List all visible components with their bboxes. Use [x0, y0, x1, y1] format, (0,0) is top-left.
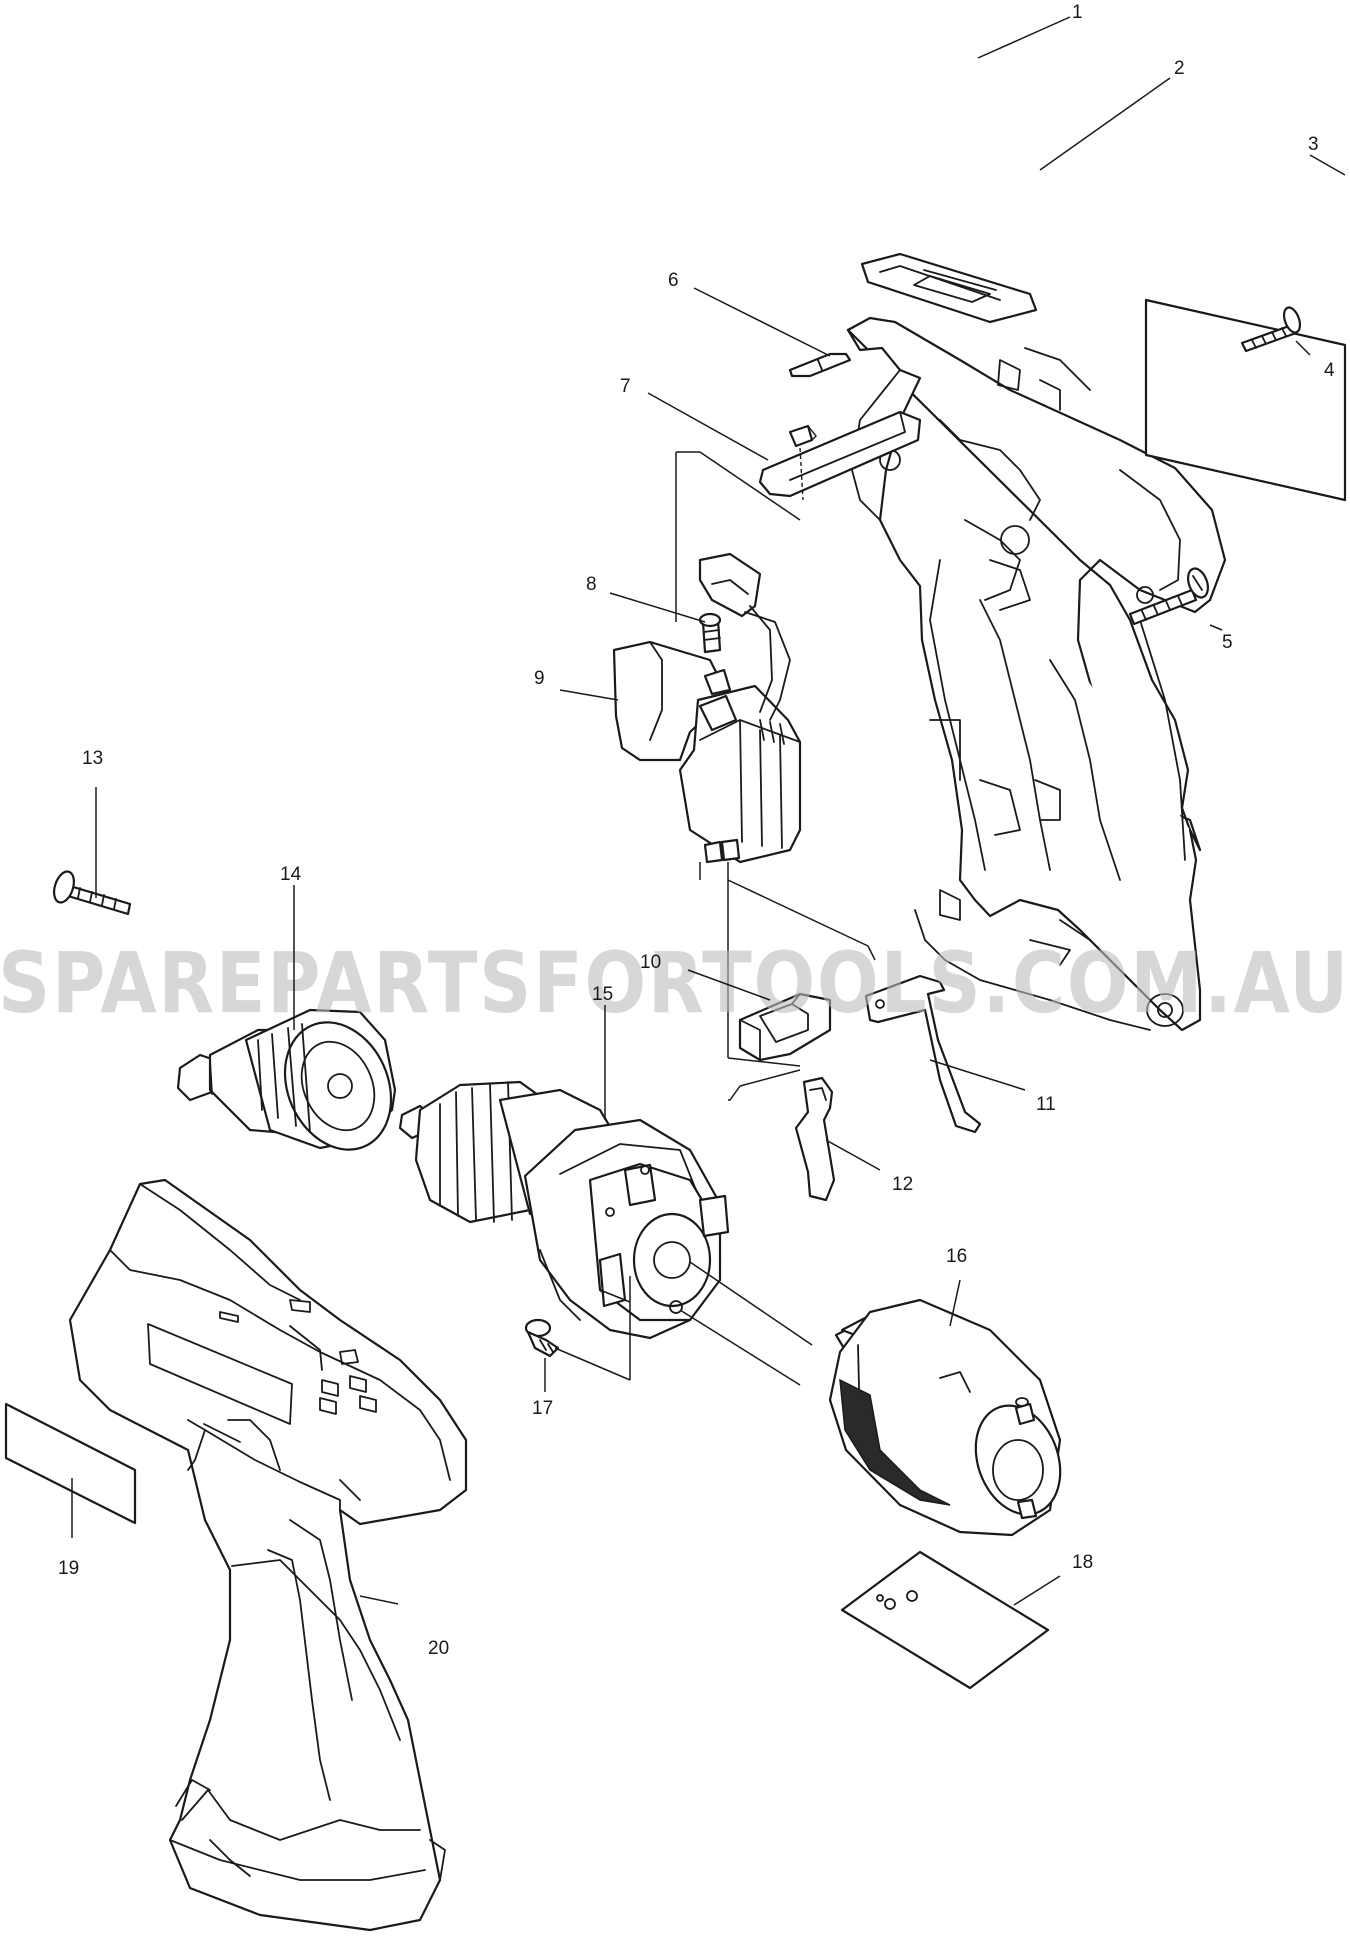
part-18-plate	[840, 1550, 1050, 1690]
leader-15-16b	[679, 1309, 801, 1386]
group-bracket-switch	[675, 451, 801, 622]
part-17-screw	[524, 1318, 560, 1358]
group-bracket-switch-lower	[699, 862, 876, 1058]
part-20-housing	[68, 1178, 468, 1932]
part-15-gearbox	[398, 1080, 730, 1340]
part-13-screw	[53, 870, 132, 916]
callout-8: 8	[586, 574, 597, 595]
callout-10: 10	[640, 952, 661, 973]
callout-1: 1	[1072, 2, 1083, 23]
part-10-holder	[738, 992, 832, 1062]
callout-19: 19	[58, 1558, 79, 1579]
part-16-motor	[828, 1298, 1062, 1537]
callout-20: 20	[428, 1638, 449, 1659]
part-7-lever	[758, 410, 922, 501]
callout-2: 2	[1174, 58, 1185, 79]
part-14-chuck	[176, 1008, 397, 1151]
group-bracket-17	[554, 1276, 631, 1381]
callout-12: 12	[892, 1174, 913, 1195]
callout-11: 11	[1036, 1094, 1056, 1115]
part-1-plate	[860, 252, 1038, 324]
part-5-screw	[1128, 567, 1209, 626]
part-9-switch	[612, 552, 802, 864]
part-11-terminal	[864, 974, 982, 1134]
callout-14: 14	[280, 864, 302, 885]
callout-3: 3	[1308, 134, 1319, 155]
group-bracket-lower	[727, 1057, 801, 1101]
part-6-clip	[788, 352, 852, 378]
callout-6: 6	[668, 270, 679, 291]
callout-4: 4	[1324, 360, 1335, 381]
part-19-label	[4, 1402, 137, 1525]
callout-5: 5	[1222, 632, 1233, 653]
part-12-spring	[794, 1076, 836, 1202]
watermark-text: SPAREPARTSFORTOOLS.COM.AU	[0, 934, 1350, 1032]
callout-16: 16	[946, 1246, 967, 1267]
leader-lines	[71, 16, 1346, 1606]
part-8-screw	[698, 612, 722, 654]
callout-9: 9	[534, 668, 545, 689]
callout-18: 18	[1072, 1552, 1093, 1573]
callout-13: 13	[82, 748, 103, 769]
callout-15: 15	[592, 984, 613, 1005]
part-4-screw	[1240, 306, 1302, 353]
callout-17: 17	[532, 1398, 553, 1419]
leader-15-16a	[689, 1261, 813, 1346]
callout-labels: 1 2 3 4 5 6 7 8 9 10 11 12 13 14 15 16 1…	[58, 2, 1335, 1659]
callout-7: 7	[620, 376, 631, 397]
